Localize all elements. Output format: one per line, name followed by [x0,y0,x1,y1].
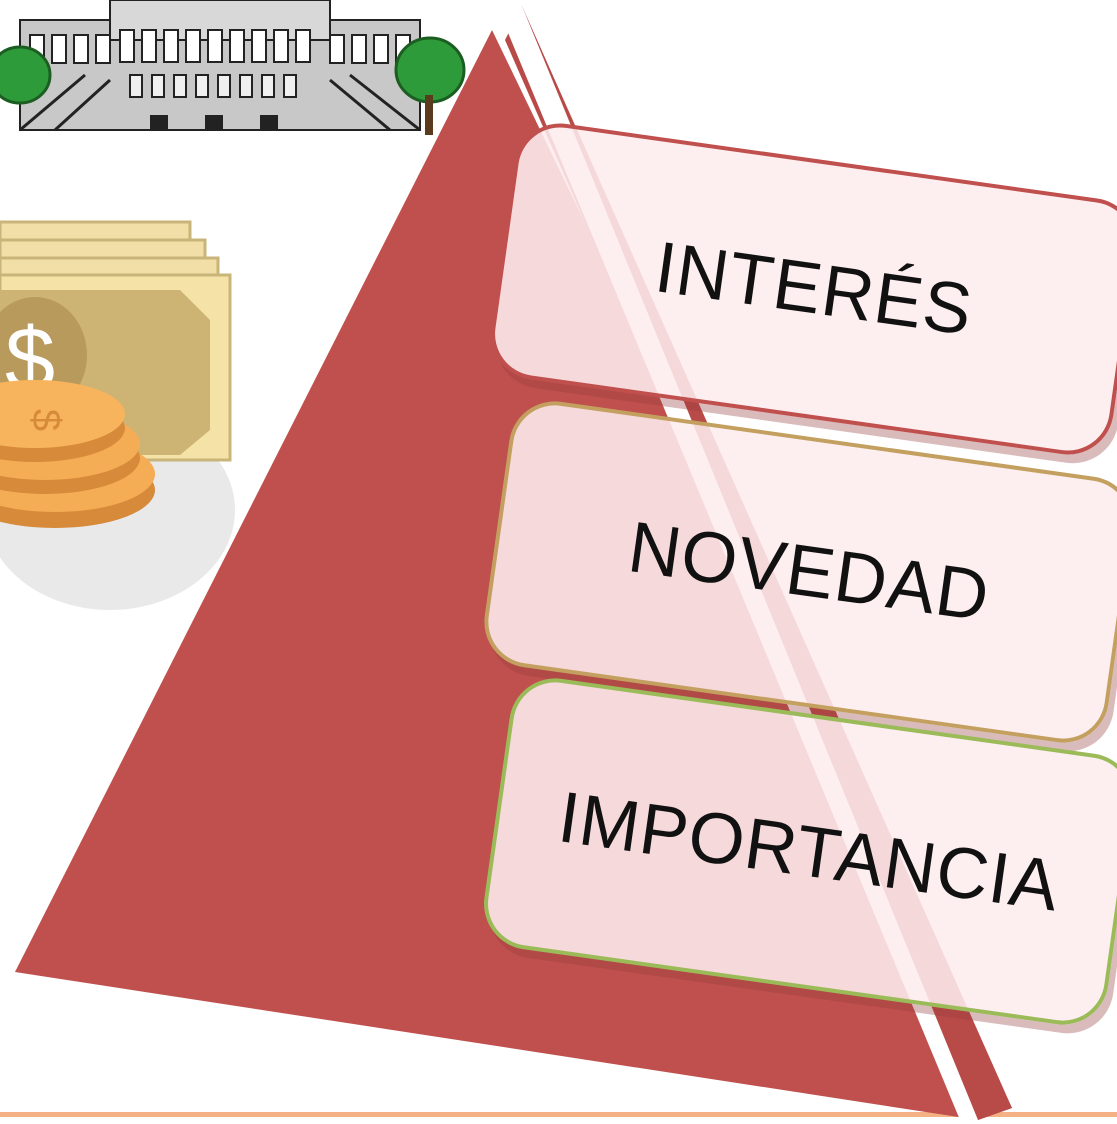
capitol-building-icon [0,0,466,135]
level-label-novedad: NOVEDAD [623,507,995,637]
coin-stack [0,380,155,528]
bottom-accent-line [0,1112,1117,1117]
level-label-importancia: IMPORTANCIA [553,776,1065,927]
level-label-interes: INTERÉS [650,227,978,351]
money-coins-icon: $ $ [0,220,235,610]
coin-dollar-symbol: $ [24,409,68,431]
